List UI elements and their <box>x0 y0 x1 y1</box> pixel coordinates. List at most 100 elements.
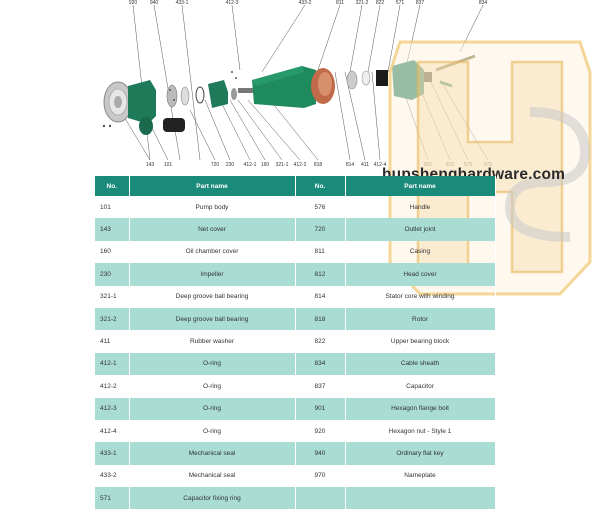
top-callout-label: 920 <box>129 0 138 6</box>
bottom-callout-label: 818 <box>314 162 323 168</box>
part-number-2: 814 <box>295 285 346 308</box>
part-number-2: 822 <box>295 330 346 353</box>
part-name: Mechanical seal <box>129 442 296 465</box>
part-name: Deep groove ball bearing <box>129 285 296 308</box>
part-number: 101 <box>95 196 130 219</box>
bottom-callout-label: 814 <box>346 162 355 168</box>
top-callout-label: 940 <box>150 0 159 6</box>
bottom-callout-label: 412-1 <box>244 162 257 168</box>
part-number: 411 <box>95 330 130 353</box>
part-number: 321-1 <box>95 285 130 308</box>
part-number: 160 <box>95 240 130 264</box>
part-name-2: Rotor <box>345 307 496 331</box>
top-callout-label: 433-1 <box>176 0 189 6</box>
part-name: O-ring <box>129 397 296 420</box>
part-number-2: 811 <box>295 240 346 264</box>
part-name-2: Casing <box>345 240 496 264</box>
part-number: 433-2 <box>95 464 130 488</box>
part-name-2: Hexagon flange bolt <box>345 397 496 420</box>
bottom-callout-label: 101 <box>164 162 173 168</box>
part-number-2: 970 <box>295 464 346 488</box>
bottom-callout-label: 412-4 <box>374 162 387 168</box>
top-callout-label: 837 <box>416 0 425 6</box>
bottom-callout-label: 411 <box>361 162 369 168</box>
bottom-callout-label: 230 <box>226 162 235 168</box>
part-number: 412-3 <box>95 397 130 420</box>
top-callout-label: 433-2 <box>299 0 312 6</box>
cable-sheath <box>435 54 476 88</box>
header-no-2: No. <box>295 176 346 196</box>
header-part-name: Part name <box>129 176 296 196</box>
part-name-2: Stator core with winding <box>345 285 496 308</box>
top-callout-label: 571 <box>396 0 405 6</box>
top-callout-label: 834 <box>479 0 488 6</box>
head-cover <box>392 60 432 100</box>
motor-casing <box>252 66 316 108</box>
bottom-callout-label: 160 <box>261 162 270 168</box>
header-no: No. <box>95 176 130 196</box>
part-number: 433-1 <box>95 442 130 465</box>
bottom-callout-label: 143 <box>146 162 155 168</box>
bottom-callout-label: 720 <box>211 162 220 168</box>
part-name-2: Capacitor <box>345 375 496 398</box>
part-name-2: Outlet joint <box>345 218 496 241</box>
part-name: Capacitor fixing ring <box>129 487 296 509</box>
part-name-2: Hexagon nut - Style 1 <box>345 419 496 443</box>
part-number-2: 818 <box>295 307 346 331</box>
part-name: O-ring <box>129 419 296 443</box>
outlet-joint <box>163 118 185 132</box>
part-number: 412-1 <box>95 352 130 376</box>
bolts <box>102 71 237 128</box>
part-number: 143 <box>95 218 130 241</box>
part-name: Rubber washer <box>129 330 296 353</box>
table-header-row: No. Part name No. Part name <box>95 176 496 196</box>
top-callout-label: 412-3 <box>226 0 239 6</box>
part-name: Pump body <box>129 196 296 219</box>
part-number: 230 <box>95 263 130 286</box>
part-name: Mechanical seal <box>129 464 296 488</box>
part-name-2: Upper bearing block <box>345 330 496 353</box>
part-number: 571 <box>95 487 130 509</box>
part-name-2: Head cover <box>345 263 496 286</box>
part-name-2: Nameplate <box>345 464 496 488</box>
part-name-2: Ordinary flat key <box>345 442 496 465</box>
part-number-2: 901 <box>295 397 346 420</box>
part-name: Oil chamber cover <box>129 240 296 264</box>
part-number-2: 720 <box>295 218 346 241</box>
part-number: 412-2 <box>95 375 130 398</box>
bottom-callout-label: 321-1 <box>276 162 289 168</box>
part-number-2: 940 <box>295 442 346 465</box>
part-name: O-ring <box>129 352 296 376</box>
bearing-block <box>346 70 388 90</box>
part-name: Net cover <box>129 218 296 241</box>
part-number-2 <box>295 487 346 509</box>
part-name: Deep groove ball bearing <box>129 307 296 331</box>
part-name: O-ring <box>129 375 296 398</box>
part-number: 412-4 <box>95 419 130 443</box>
header-part-name-2: Part name <box>345 176 496 196</box>
part-name: Impeller <box>129 263 296 286</box>
part-number-2: 576 <box>295 196 346 219</box>
rotor-copper <box>311 68 335 104</box>
top-callout-label: 811 <box>336 0 344 6</box>
part-number: 321-2 <box>95 307 130 331</box>
part-number-2: 834 <box>295 352 346 376</box>
bottom-callout-label: 412-2 <box>294 162 307 168</box>
part-number-2: 920 <box>295 419 346 443</box>
top-callout-label: 321-2 <box>356 0 369 6</box>
